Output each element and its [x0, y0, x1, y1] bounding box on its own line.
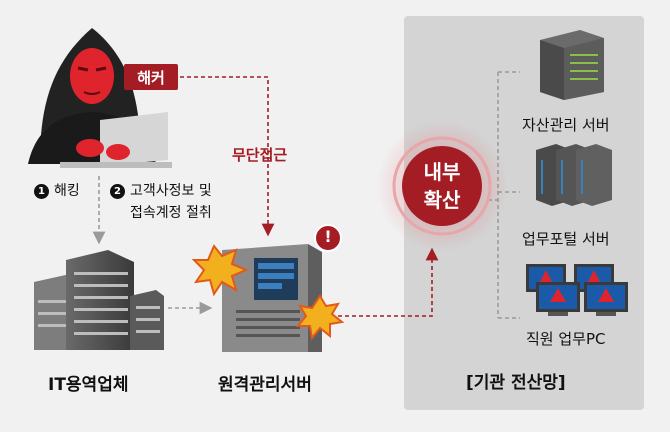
step-2-text-line2: 접속계정 절취 — [130, 205, 212, 221]
step-1-label: 1 해킹 — [34, 180, 80, 202]
remote-server-icon — [222, 244, 322, 352]
internal-spread-label: 내부 확산 — [402, 158, 482, 214]
unauthorized-access-label: 무단접근 — [232, 146, 288, 164]
unauthorized-access-arrow — [180, 76, 275, 237]
alert-mark: ! — [324, 227, 332, 246]
step-2-label: 2 고객사정보 및 — [110, 180, 212, 202]
spread-arrow — [338, 247, 439, 317]
it-company-building-icon — [34, 250, 164, 350]
step-2-text-line1: 고객사정보 및 — [130, 183, 212, 199]
explosion-icon — [191, 244, 249, 297]
internal-spread-line1: 내부 — [423, 160, 461, 184]
hacker-icon — [28, 28, 172, 168]
hacker-label: 해커 — [124, 64, 178, 90]
internal-spread-line2: 확산 — [423, 188, 461, 212]
agency-network-title: [기관 전산망] — [466, 373, 566, 393]
it-company-label: IT용역업체 — [48, 375, 129, 395]
step-1-text: 해킹 — [54, 183, 80, 199]
portal-server-label: 업무포털 서버 — [522, 230, 610, 248]
step-2-number: 2 — [110, 184, 125, 199]
internal-spread-circle — [402, 146, 482, 226]
asset-server-label: 자산관리 서버 — [522, 116, 610, 134]
server-rack-icon — [540, 30, 604, 100]
alert-badge — [314, 224, 342, 252]
step-1-number: 1 — [34, 184, 49, 199]
explosion-icon — [295, 294, 345, 341]
remote-server-label: 원격관리서버 — [218, 375, 312, 395]
employee-pc-label: 직원 업무PC — [526, 330, 606, 348]
server-rack-icon — [536, 144, 612, 206]
pc-warning-icon — [526, 264, 628, 316]
